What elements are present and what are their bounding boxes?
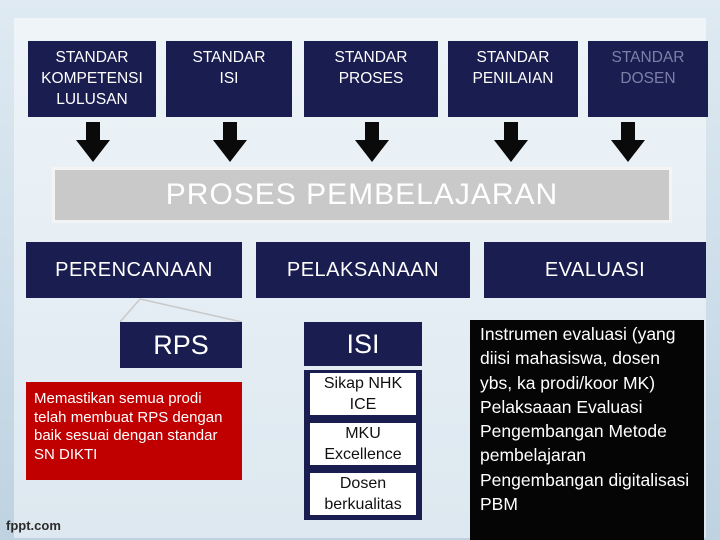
rps-box: RPS [120, 322, 242, 368]
standard-box-kompetensi-lulusan: STANDAR KOMPETENSI LULUSAN [28, 41, 156, 117]
phase-perencanaan: PERENCANAAN [26, 242, 242, 298]
standard-box-penilaian: STANDAR PENILAIAN [448, 41, 578, 117]
down-arrow-icon [355, 122, 389, 162]
isi-item-mku: MKU Excellence [310, 423, 416, 465]
standard-box-dosen: STANDAR DOSEN [588, 41, 708, 117]
evaluation-list: Instrumen evaluasi (yang diisi mahasiswa… [470, 320, 704, 540]
rps-note: Memastikan semua prodi telah membuat RPS… [26, 382, 242, 480]
isi-item-sikap: Sikap NHK ICE [310, 373, 416, 415]
down-arrow-icon [611, 122, 645, 162]
standard-box-proses: STANDAR PROSES [304, 41, 438, 117]
fppt-logo: fppt.com [6, 518, 61, 533]
down-arrow-icon [76, 122, 110, 162]
phase-evaluasi: EVALUASI [484, 242, 706, 298]
phase-pelaksanaan: PELAKSANAAN [256, 242, 470, 298]
down-arrow-icon [213, 122, 247, 162]
isi-box: ISI [304, 322, 422, 366]
standard-box-isi: STANDAR ISI [166, 41, 292, 117]
isi-item-dosen: Dosen berkualitas [310, 473, 416, 515]
down-arrow-icon [494, 122, 528, 162]
isi-list: Sikap NHK ICE MKU Excellence Dosen berku… [304, 370, 422, 520]
process-bar: PROSES PEMBELAJARAN [52, 167, 672, 223]
